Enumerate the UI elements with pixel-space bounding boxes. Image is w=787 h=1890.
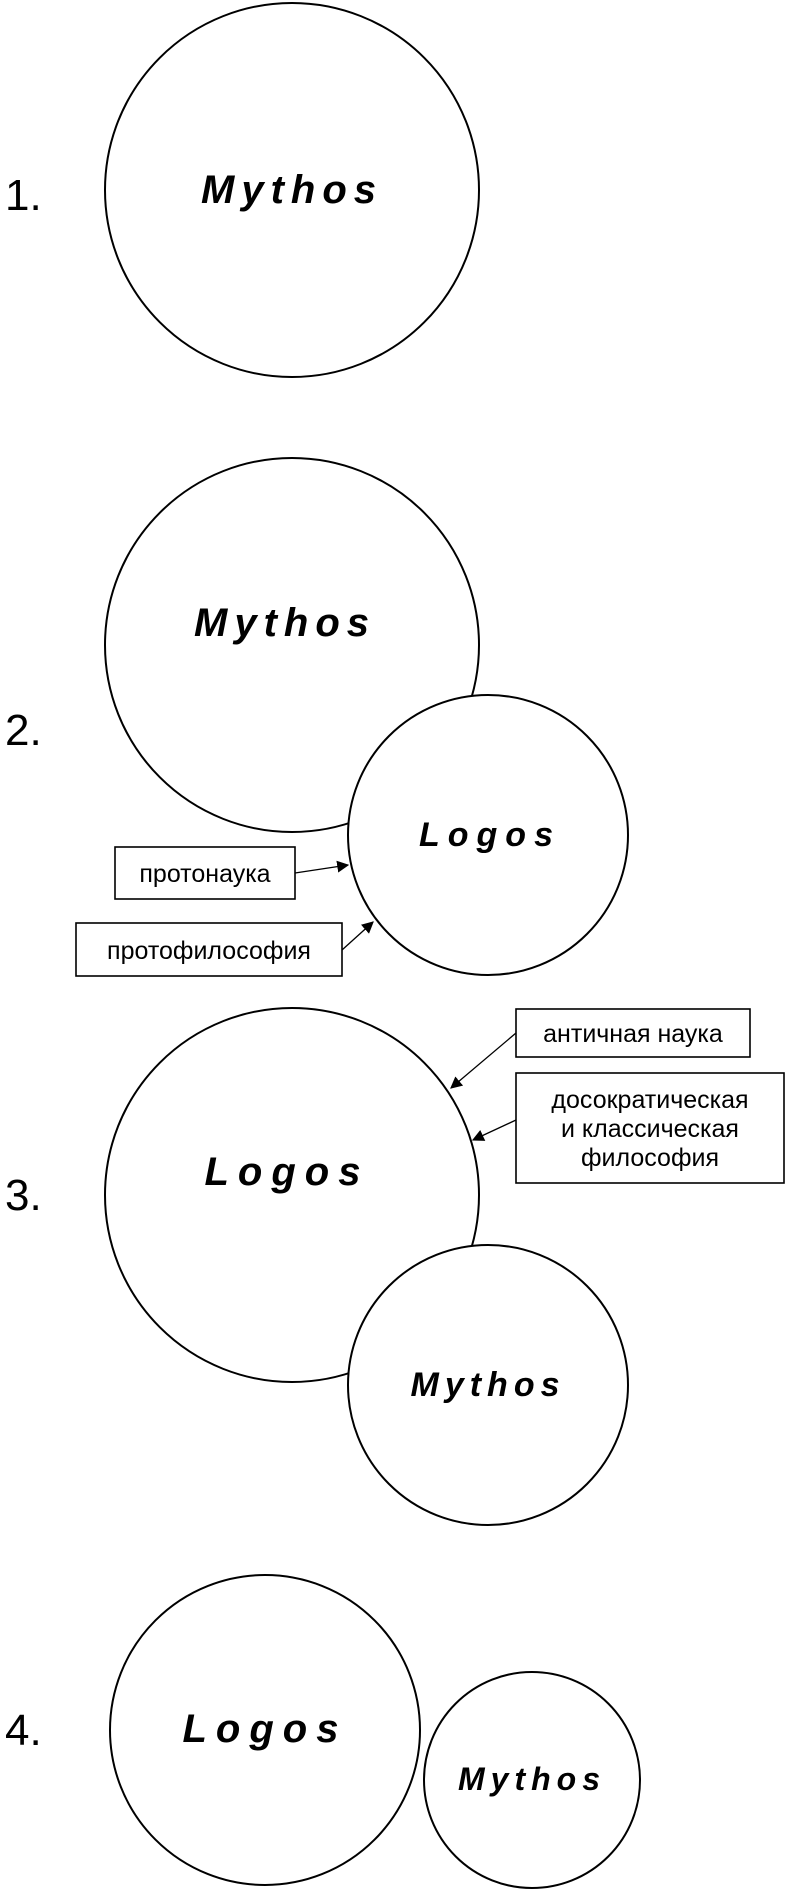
ancient-science-arrow bbox=[450, 1032, 517, 1089]
classical-philosophy-arrow bbox=[471, 1119, 517, 1141]
mythos-term: Mythos bbox=[458, 1761, 606, 1797]
mythos-term: Mythos bbox=[411, 1366, 566, 1404]
logos-circle bbox=[347, 694, 629, 976]
ancient-science-label: античная наука bbox=[543, 1020, 723, 1048]
stage-1: 1. Mythos bbox=[5, 2, 480, 378]
protoscience-label: протонаука bbox=[139, 860, 270, 888]
stage-number: 2. bbox=[5, 706, 42, 755]
stage-4: 4. Logos Mythos bbox=[5, 1574, 641, 1889]
logos-term: Logos bbox=[183, 1707, 348, 1751]
protophilosophy-arrow bbox=[341, 921, 374, 951]
philosophy-line-2: и классическая bbox=[561, 1115, 739, 1143]
mythos-term: Mythos bbox=[194, 601, 376, 645]
mythos-circle bbox=[423, 1671, 641, 1889]
stage-2: 2. Mythos Logos протонаука протофилософи… bbox=[5, 457, 629, 977]
logos-circle bbox=[109, 1574, 421, 1886]
mythos-circle bbox=[104, 2, 480, 378]
stage-number: 3. bbox=[5, 1171, 42, 1220]
classical-philosophy-box bbox=[515, 1072, 785, 1184]
stage-number: 4. bbox=[5, 1706, 42, 1755]
logos-term: Logos bbox=[205, 1150, 370, 1194]
ancient-science-box bbox=[515, 1008, 751, 1058]
philosophy-line-1: досократическая bbox=[551, 1086, 748, 1114]
mythos-circle bbox=[347, 1244, 629, 1526]
protophilosophy-label: протофилософия bbox=[107, 937, 311, 965]
philosophy-line-3: философия bbox=[581, 1144, 719, 1172]
stage-number: 1. bbox=[5, 171, 42, 220]
mythos-term: Mythos bbox=[201, 168, 383, 212]
protophilosophy-box bbox=[75, 922, 343, 977]
stage-3: 3. Logos Mythos античная наука досократи… bbox=[5, 1007, 785, 1526]
logos-term: Logos bbox=[419, 816, 561, 854]
protoscience-arrow bbox=[294, 860, 350, 874]
